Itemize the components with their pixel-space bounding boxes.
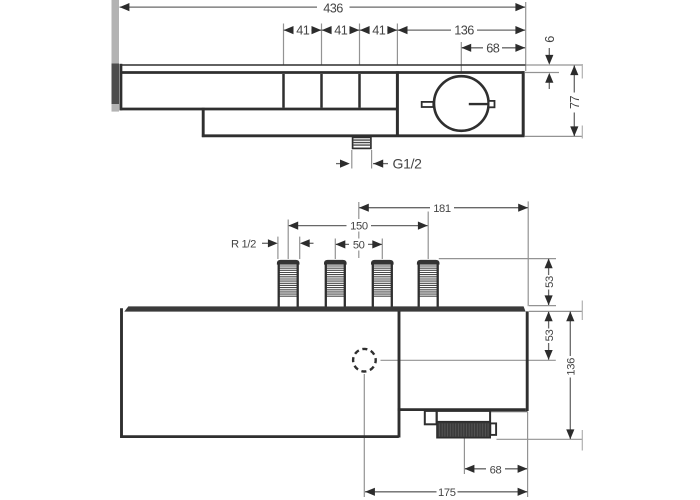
- svg-text:41: 41: [334, 24, 348, 38]
- svg-text:77: 77: [568, 96, 582, 110]
- svg-text:6: 6: [543, 36, 557, 43]
- svg-text:68: 68: [486, 41, 500, 55]
- svg-text:41: 41: [372, 24, 386, 38]
- svg-text:175: 175: [438, 487, 456, 499]
- svg-text:436: 436: [323, 1, 343, 15]
- svg-text:53: 53: [544, 276, 556, 288]
- svg-text:R 1/2: R 1/2: [231, 238, 256, 250]
- svg-text:G1/2: G1/2: [393, 155, 423, 171]
- svg-text:136: 136: [454, 24, 474, 38]
- svg-text:136: 136: [566, 358, 578, 376]
- svg-text:53: 53: [544, 330, 556, 342]
- svg-text:68: 68: [490, 465, 502, 477]
- svg-text:50: 50: [353, 240, 365, 252]
- svg-text:41: 41: [296, 24, 310, 38]
- svg-text:150: 150: [350, 221, 368, 233]
- svg-text:181: 181: [433, 203, 451, 215]
